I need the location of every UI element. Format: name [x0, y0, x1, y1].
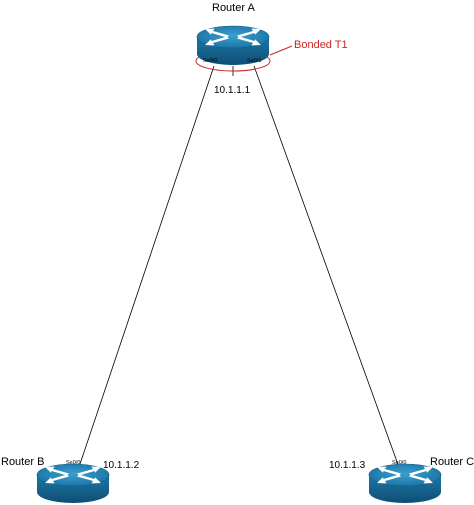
bonded-pointer — [269, 45, 293, 56]
router-a-port-0: Se0/0 — [203, 58, 217, 64]
link-a-b — [77, 65, 215, 471]
router-b-port-0: Se0/0 — [66, 460, 80, 466]
link-a-c — [253, 65, 401, 471]
router-b-label: Router B — [1, 456, 44, 468]
router-a-label: Router A — [212, 2, 255, 14]
router-a-ip: 10.1.1.1 — [214, 85, 251, 96]
router-b-ip: 10.1.1.2 — [103, 460, 140, 471]
router-b-icon[interactable] — [36, 463, 110, 504]
router-c-label: Router C — [430, 456, 474, 468]
router-c-icon[interactable] — [368, 463, 442, 504]
bonded-label: Bonded T1 — [294, 39, 348, 51]
router-c-ip: 10.1.1.3 — [329, 460, 366, 471]
router-c-port-0: Se0/0 — [392, 460, 406, 466]
router-a-port-1: Se0/1 — [247, 58, 261, 64]
